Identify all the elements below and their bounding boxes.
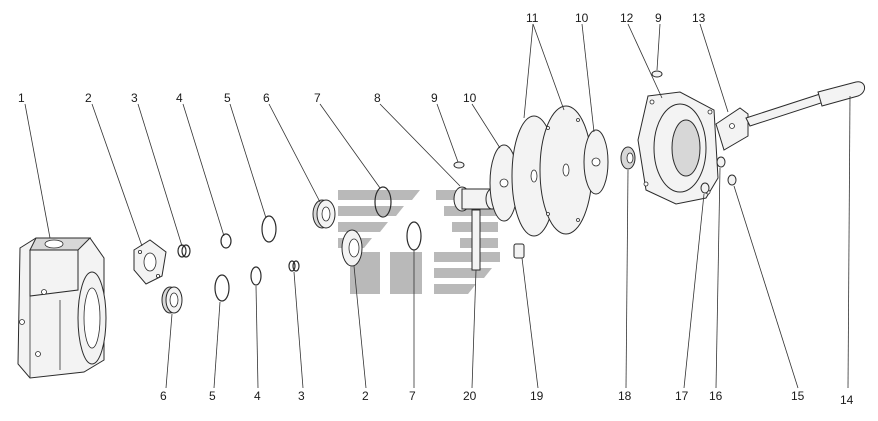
part-13-bracket — [715, 107, 749, 151]
part-6-bushing-upper — [312, 199, 336, 229]
part-5-oring-upper — [261, 215, 277, 243]
callout-bottom-18: 18 — [618, 389, 632, 403]
callout-top-7: 7 — [314, 91, 321, 105]
part-3-spring-upper — [177, 244, 191, 258]
leader-lines-bottom — [165, 95, 851, 389]
callout-top-13: 13 — [692, 11, 706, 25]
callout-top-1: 1 — [18, 91, 25, 105]
part-11-diaphragm-b — [539, 105, 593, 235]
callout-top-5: 5 — [224, 91, 231, 105]
callout-top-9b: 9 — [655, 11, 662, 25]
part-14-handle — [745, 81, 865, 127]
part-5-oring-lower — [214, 274, 230, 302]
callout-bottom-17: 17 — [675, 389, 689, 403]
part-9-nut-right — [651, 70, 663, 78]
callout-bottom-5: 5 — [209, 389, 216, 403]
callout-top-4: 4 — [176, 91, 183, 105]
part-15-nut — [727, 174, 737, 186]
callout-top-2: 2 — [85, 91, 92, 105]
callouts-bottom: 6 5 4 3 2 7 20 19 18 17 16 15 14 — [160, 389, 854, 407]
part-10-plate-left — [489, 144, 519, 222]
part-4-washer-lower — [250, 266, 262, 286]
callout-top-9: 9 — [431, 91, 438, 105]
part-2-flange-upper — [133, 239, 167, 285]
callout-top-11: 11 — [526, 11, 539, 25]
callout-bottom-2: 2 — [362, 389, 369, 403]
part-19-bolt — [513, 243, 525, 259]
part-7-ring-upper — [374, 186, 392, 218]
callout-bottom-14: 14 — [840, 393, 854, 407]
callout-bottom-7: 7 — [409, 389, 416, 403]
callout-top-6: 6 — [263, 91, 270, 105]
part-10-plate-right — [583, 129, 609, 195]
part-16-nut — [716, 156, 726, 168]
callout-bottom-4: 4 — [254, 389, 261, 403]
callout-bottom-19: 19 — [530, 389, 544, 403]
part-4-washer-upper — [220, 233, 232, 249]
callout-bottom-20: 20 — [463, 389, 477, 403]
part-1-housing — [17, 237, 107, 379]
part-12-cover — [637, 91, 719, 205]
leader-lines-top — [24, 23, 729, 247]
part-18-nut — [620, 146, 636, 170]
callout-top-3: 3 — [131, 91, 138, 105]
callouts-top: 1 2 3 4 5 6 7 8 9 10 11 10 12 9 13 — [18, 11, 706, 105]
part-2-flange-lower — [341, 229, 363, 267]
callout-bottom-15: 15 — [791, 389, 805, 403]
callout-top-8: 8 — [374, 91, 381, 105]
part-20-rod — [471, 209, 481, 271]
part-6-bushing-lower — [161, 286, 183, 314]
callout-bottom-16: 16 — [709, 389, 723, 403]
part-9-nut-left — [453, 161, 465, 169]
callout-bottom-6: 6 — [160, 389, 167, 403]
callout-top-10b: 10 — [575, 11, 589, 25]
callout-top-12: 12 — [620, 11, 634, 25]
callout-top-10: 10 — [463, 91, 477, 105]
part-7-ring-lower — [406, 221, 422, 251]
part-17-nut — [700, 182, 710, 194]
part-3-spring-lower — [288, 260, 300, 272]
callout-bottom-3: 3 — [298, 389, 305, 403]
